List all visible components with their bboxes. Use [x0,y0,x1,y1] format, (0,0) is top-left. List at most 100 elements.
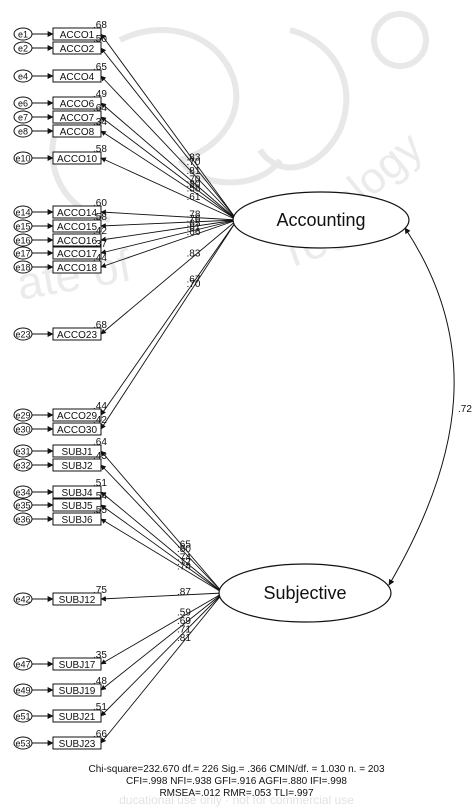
r2-label-SUBJ2: .43 [93,451,107,462]
loading-path-ACCO2 [101,48,237,220]
error-label-e6: e6 [18,99,28,109]
r2-label-ACCO18: .44 [93,253,107,264]
error-label-e23: e23 [15,330,30,340]
correlation-label: .72 [458,404,472,415]
factor-label-accounting: Accounting [276,210,365,230]
error-label-e36: e36 [15,515,30,525]
error-label-e34: e34 [15,488,30,498]
r2-label-ACCO6: .49 [93,89,107,100]
r2-label-SUBJ1: .64 [93,437,107,448]
r2-label-ACCO7: .64 [93,103,107,114]
indicator-label-SUBJ2: SUBJ2 [61,461,93,472]
error-label-e53: e53 [15,739,30,749]
r2-label-ACCO14: .60 [93,198,107,209]
loading-path-ACCO1 [101,34,237,220]
error-label-e17: e17 [15,249,30,259]
indicator-label-ACCO14: ACCO14 [57,208,97,219]
indicator-label-ACCO29: ACCO29 [57,411,97,422]
factor-label-subjective: Subjective [263,583,346,603]
error-label-e47: e47 [15,660,30,670]
indicator-label-ACCO6: ACCO6 [60,99,95,110]
loading-label-SUBJ6: .74 [177,561,191,572]
r2-label-ACCO8: .34 [93,117,107,128]
error-label-e35: e35 [15,501,30,511]
loading-path-ACCO4 [101,76,237,220]
indicator-label-SUBJ21: SUBJ21 [59,712,96,723]
r2-label-SUBJ12: .75 [93,585,107,596]
correlation-arc [389,228,454,585]
error-label-e8: e8 [18,127,28,137]
r2-label-ACCO16: .42 [93,226,107,237]
error-label-e1: e1 [18,30,28,40]
loading-path-ACCO6 [101,103,237,220]
indicator-label-ACCO8: ACCO8 [60,127,95,138]
indicator-label-ACCO23: ACCO23 [57,330,97,341]
loading-label-SUBJ23: .81 [177,633,191,644]
loading-path-SUBJ2 [101,465,223,593]
r2-label-SUBJ5: .54 [93,491,107,502]
r2-label-ACCO23: .68 [93,320,107,331]
error-label-e31: e31 [15,447,30,457]
r2-label-ACCO2: .50 [93,34,107,45]
r2-label-SUBJ23: .66 [93,729,107,740]
loading-label-ACCO30: .70 [187,279,201,290]
indicator-label-SUBJ12: SUBJ12 [59,595,96,606]
indicator-label-ACCO1: ACCO1 [60,30,95,41]
error-label-e7: e7 [18,113,28,123]
indicator-label-SUBJ5: SUBJ5 [61,501,93,512]
error-label-e15: e15 [15,222,30,232]
watermark-bottom-text: ducational use only · not for commercial… [0,794,473,806]
fit-stats-line-1: Chi-square=232.670 df.= 226 Sig.= .366 C… [0,764,473,776]
loading-path-ACCO14 [101,212,237,220]
indicator-label-ACCO17: ACCO17 [57,249,97,260]
error-label-e14: e14 [15,208,30,218]
error-label-e42: e42 [15,595,30,605]
r2-label-SUBJ21: .51 [93,702,107,713]
error-label-e16: e16 [15,236,30,246]
indicator-label-SUBJ17: SUBJ17 [59,660,96,671]
error-label-e49: e49 [15,686,30,696]
r2-label-ACCO4: .65 [93,62,107,73]
error-label-e18: e18 [15,263,30,273]
loading-path-SUBJ12 [101,593,223,599]
indicator-label-SUBJ4: SUBJ4 [61,488,93,499]
loading-path-SUBJ1 [101,451,223,593]
indicator-label-ACCO15: ACCO15 [57,222,97,233]
loading-path-SUBJ4 [101,492,223,593]
error-label-e30: e30 [15,425,30,435]
indicator-label-SUBJ6: SUBJ6 [61,515,93,526]
loading-label-ACCO23: .83 [187,248,201,259]
loading-path-SUBJ23 [101,593,223,743]
r2-label-ACCO29: .44 [93,401,107,412]
indicator-label-ACCO10: ACCO10 [57,154,97,165]
loading-label-ACCO18: .66 [187,227,201,238]
loading-path-SUBJ19 [101,593,223,690]
indicator-label-SUBJ23: SUBJ23 [59,739,96,750]
indicator-label-ACCO4: ACCO4 [60,72,95,83]
error-label-e4: e4 [18,72,28,82]
loading-label-SUBJ12: .87 [177,587,191,598]
loading-path-SUBJ6 [101,519,223,593]
error-label-e32: e32 [15,461,30,471]
loading-path-ACCO7 [101,117,237,220]
r2-label-SUBJ19: .48 [93,676,107,687]
loading-path-ACCO10 [101,158,237,220]
r2-label-ACCO30: .42 [93,415,107,426]
r2-label-ACCO17: .37 [93,239,107,250]
loading-path-ACCO8 [101,131,237,220]
indicator-label-ACCO7: ACCO7 [60,113,95,124]
indicator-label-SUBJ19: SUBJ19 [59,686,96,697]
error-label-e29: e29 [15,411,30,421]
r2-label-ACCO1: .68 [93,20,107,31]
indicator-label-ACCO30: ACCO30 [57,425,97,436]
r2-label-SUBJ4: .51 [93,478,107,489]
fit-stats-line-2: CFI=.998 NFI=.938 GFI=.916 AGFI=.880 IFI… [0,776,473,788]
loading-path-SUBJ17 [101,593,223,664]
error-label-e2: e2 [18,44,28,54]
loading-label-ACCO10: .61 [187,192,201,203]
loading-path-SUBJ21 [101,593,223,716]
r2-label-SUBJ6: .55 [93,505,107,516]
r2-label-ACCO15: .58 [93,212,107,223]
